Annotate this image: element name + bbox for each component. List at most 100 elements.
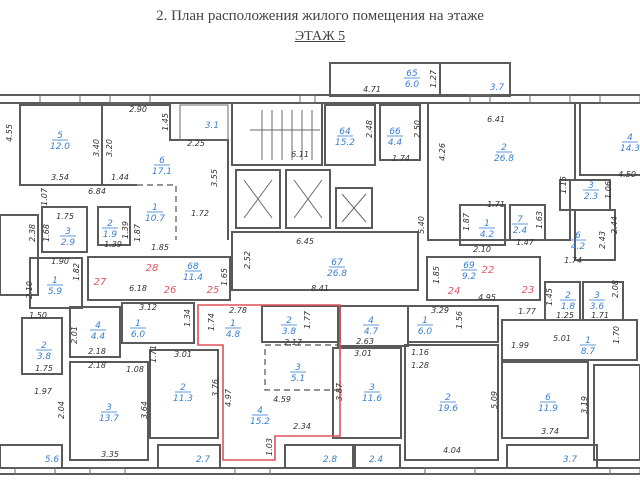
dimension-label: 3.76 xyxy=(211,379,220,397)
dimension-label: 2.10 xyxy=(473,245,491,254)
dimension-label: 1.08 xyxy=(126,365,144,374)
room-number: 6 xyxy=(575,231,581,241)
dimension-label: 6.11 xyxy=(291,150,309,159)
room-number: 69 xyxy=(463,261,475,271)
dimension-label: 2.38 xyxy=(28,224,37,242)
dimension-label: 3.01 xyxy=(174,350,192,359)
balcony-area: 3.7 xyxy=(563,455,578,465)
dimension-label: 3.40 xyxy=(92,139,101,157)
dimension-label: 6.41 xyxy=(487,115,505,124)
dimension-label: 1.71 xyxy=(591,311,609,320)
dimension-label: 2.18 xyxy=(88,361,106,370)
room-area: 11.3 xyxy=(173,394,193,404)
dimension-label: 2.50 xyxy=(413,120,422,138)
room-area: 1.8 xyxy=(561,302,576,312)
room-area: 15.2 xyxy=(250,417,270,427)
dimension-label: 3.74 xyxy=(541,427,559,436)
dimension-label: 1.71 xyxy=(149,345,158,363)
plan-title: 2. План расположения жилого помещения на… xyxy=(156,8,484,24)
dimension-label: 6.18 xyxy=(129,284,147,293)
room-number: 1 xyxy=(422,316,428,326)
dimension-label: 1.77 xyxy=(303,310,312,329)
room-area: 26.8 xyxy=(494,154,514,164)
dimension-label: 1.25 xyxy=(556,311,574,320)
dimension-label: 4.50 xyxy=(618,170,636,179)
dimension-label: 1.85 xyxy=(432,266,441,284)
room-number: 64 xyxy=(339,127,351,137)
dimension-label: 1.82 xyxy=(72,263,81,281)
apartment-number: 26 xyxy=(164,285,177,296)
balcony-area: 2.4 xyxy=(369,455,384,465)
room-area: 2.4 xyxy=(513,226,528,236)
room-number: 67 xyxy=(331,258,343,268)
dimension-label: 1.07 xyxy=(40,187,49,206)
room-number: 68 xyxy=(187,262,199,272)
balcony-area: 2.7 xyxy=(196,455,211,465)
dimension-label: 3.54 xyxy=(51,173,69,182)
room-number: 2 xyxy=(180,383,186,393)
dimension-label: 1.45 xyxy=(161,113,170,131)
room-area: 11.4 xyxy=(183,273,203,283)
dimension-label: 2.17 xyxy=(284,338,303,347)
room-area: 4.4 xyxy=(91,332,106,342)
room-area: 4.2 xyxy=(480,230,495,240)
balcony-area: 3.7 xyxy=(490,83,505,93)
room-number: 66 xyxy=(389,127,401,137)
room-area: 5.1 xyxy=(291,374,305,384)
dimension-label: 1.87 xyxy=(462,212,471,231)
dimension-label: 1.70 xyxy=(612,326,621,344)
dimension-label: 5.01 xyxy=(553,334,571,343)
dimension-label: 2.44 xyxy=(610,216,619,234)
room-number: 2 xyxy=(565,291,571,301)
dimension-label: 1.87 xyxy=(133,223,142,242)
room-area: 3.6 xyxy=(590,302,605,312)
room-area: 26.8 xyxy=(327,269,347,279)
room-number: 3 xyxy=(106,403,112,413)
apartment-number: 24 xyxy=(448,286,461,297)
room-number: 3 xyxy=(594,291,600,301)
room-number: 1 xyxy=(585,336,591,346)
room-number: 3 xyxy=(295,363,301,373)
dimension-label: 2.52 xyxy=(243,251,252,269)
room-number: 4 xyxy=(95,321,101,331)
dimension-label: 1.45 xyxy=(545,288,554,306)
dimension-label: 4.04 xyxy=(443,446,461,455)
dimension-label: 3.64 xyxy=(140,401,149,419)
apartment-number: 22 xyxy=(482,265,495,276)
dimension-label: 1.75 xyxy=(35,364,53,373)
room-area: 11.9 xyxy=(538,404,558,414)
dimension-label: 1.74 xyxy=(564,256,582,265)
room-area: 13.7 xyxy=(99,414,119,424)
dimension-label: 1.47 xyxy=(516,238,535,247)
dimension-label: 2.01 xyxy=(70,326,79,344)
dimension-label: 2.18 xyxy=(88,347,106,356)
dimension-label: 1.71 xyxy=(487,200,505,209)
dimension-label: 2.04 xyxy=(57,401,66,419)
dimension-label: 1.99 xyxy=(511,341,529,350)
dimension-label: 1.39 xyxy=(121,221,130,239)
dimension-label: 1.28 xyxy=(411,361,429,370)
walls xyxy=(0,62,640,475)
dimension-label: 2.48 xyxy=(365,120,374,138)
room-number: 2 xyxy=(107,219,113,229)
room-area: 8.7 xyxy=(581,347,596,357)
room-area: 4.8 xyxy=(226,330,241,340)
dimension-label: 3.01 xyxy=(354,349,372,358)
dimension-label: 4.55 xyxy=(5,124,14,142)
dimension-label: 1.27 xyxy=(429,69,438,88)
dimension-label: 3.12 xyxy=(139,303,157,312)
room-area: 2.9 xyxy=(61,238,76,248)
dimension-label: 4.59 xyxy=(273,395,291,404)
room-number: 1 xyxy=(230,319,236,329)
dimension-label: 2.90 xyxy=(129,105,147,114)
dimension-label: 1.75 xyxy=(56,212,74,221)
apartment-number: 23 xyxy=(522,285,535,296)
dimension-label: 1.90 xyxy=(51,257,69,266)
room-number: 7 xyxy=(517,215,523,225)
room-number: 6 xyxy=(159,156,165,166)
room-number: 2 xyxy=(286,316,292,326)
dimension-label: 2.10 xyxy=(25,281,34,299)
dimension-label: 2.78 xyxy=(229,306,247,315)
dimension-label: 1.16 xyxy=(411,348,429,357)
